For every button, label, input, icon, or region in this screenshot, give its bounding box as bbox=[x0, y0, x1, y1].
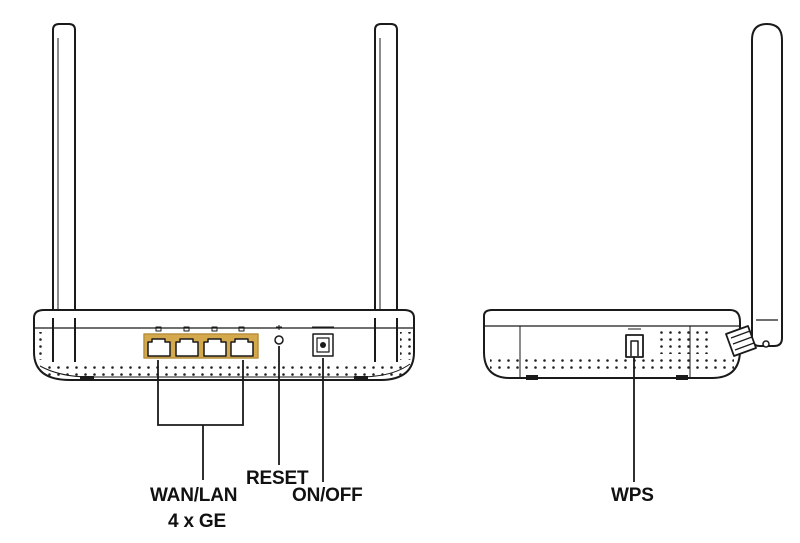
side-antenna bbox=[751, 23, 783, 348]
lan-port-group bbox=[143, 326, 259, 359]
power-button bbox=[312, 326, 334, 357]
rear-callout-lines bbox=[157, 346, 324, 482]
wan-lan-label: WAN/LAN bbox=[150, 485, 238, 506]
port-count-label: 4 x GE bbox=[168, 511, 226, 532]
wps-button bbox=[625, 328, 644, 358]
side-body bbox=[483, 309, 741, 380]
antenna-hinge bbox=[725, 325, 757, 357]
side-view bbox=[483, 23, 783, 380]
lan-port-1 bbox=[147, 338, 171, 357]
on-off-label: ON/OFF bbox=[292, 485, 363, 506]
reset-label: RESET bbox=[246, 468, 309, 489]
rear-view bbox=[33, 23, 415, 381]
wan-lan-bracket bbox=[157, 360, 244, 426]
reset-pinhole bbox=[274, 325, 284, 345]
lan-port-2 bbox=[175, 338, 199, 357]
lan-port-4 bbox=[230, 338, 254, 357]
port-indicators bbox=[155, 326, 245, 332]
lan-port-3 bbox=[203, 338, 227, 357]
wps-label: WPS bbox=[611, 485, 654, 506]
